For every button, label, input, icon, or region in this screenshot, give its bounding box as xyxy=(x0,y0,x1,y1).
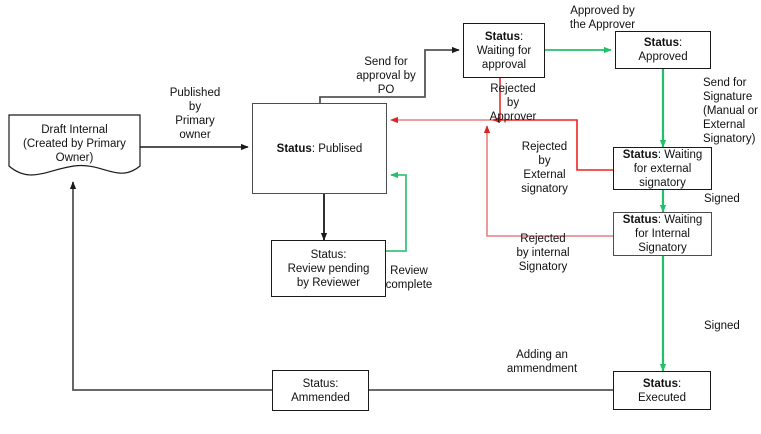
node-external-bold: Status xyxy=(622,148,658,161)
edge-ammended-to-draft xyxy=(69,181,272,391)
node-draft-line2: (Created by Primary xyxy=(23,138,126,150)
edge-label-send-for-approval-by-po: Send for approval by PO xyxy=(356,56,416,96)
node-status-ammended[interactable]: Status: Ammended xyxy=(272,370,369,411)
node-published-rest: : Publised xyxy=(311,142,363,155)
node-internal-line2: for Internal xyxy=(635,228,690,240)
node-internal-bold: Status xyxy=(622,214,658,226)
node-waiting-approval-line2: Waiting for xyxy=(476,44,532,57)
node-ammended-line1: Status: xyxy=(302,377,339,390)
node-waiting-approval-line3: approval xyxy=(481,58,527,71)
node-review-line2: Review pending xyxy=(287,262,370,275)
edge-label-adding-an-ammendment: Adding an ammendment xyxy=(506,349,578,375)
node-waiting-approval-bold: Status xyxy=(484,30,520,43)
edge-label-rejected-by-internal-signatory: Rejected by internal Signatory xyxy=(516,233,570,273)
node-external-line1: : Waiting xyxy=(657,148,703,161)
node-approved-bold: Status xyxy=(643,37,679,49)
edge-review-complete-to-published xyxy=(386,171,407,252)
node-draft-line3: Owner) xyxy=(55,152,94,164)
node-approved-colon: : xyxy=(678,37,683,49)
edge-label-signed-internal: Signed xyxy=(704,320,740,332)
node-draft-line1: Draft Internal xyxy=(41,124,108,136)
node-status-waiting-external-signatory[interactable]: Status: Waiting for external signatory xyxy=(613,147,712,190)
edge-label-rejected-by-approver: Rejected by Approver xyxy=(489,83,537,123)
document-shape-icon xyxy=(8,114,141,176)
node-ammended-line2: Ammended xyxy=(291,391,350,404)
edge-label-signed-external: Signed xyxy=(704,193,740,205)
edge-label-rejected-by-external-signatory: Rejected by External signatory xyxy=(521,141,568,195)
node-draft-internal[interactable]: Draft Internal (Created by Primary Owner… xyxy=(8,114,141,180)
edge-label-published-by-primary-owner: Published by Primary owner xyxy=(169,87,221,141)
edge-label-send-for-signature: Send for Signature (Manual or External S… xyxy=(703,77,758,145)
node-external-line3: signatory xyxy=(639,176,686,189)
node-executed-rest: : Executed xyxy=(638,377,686,404)
node-status-review-pending[interactable]: Status: Review pending by Reviewer xyxy=(271,240,386,297)
node-approved-line2: Approved xyxy=(638,51,688,63)
edge-label-review-complete: Review complete xyxy=(385,265,433,291)
node-executed-bold: Status xyxy=(642,377,678,390)
node-status-waiting-internal-signatory[interactable]: Status: Waiting for Internal Signatory xyxy=(613,212,712,256)
node-external-line2: for external xyxy=(633,162,692,175)
node-internal-line1: : Waiting xyxy=(657,214,703,226)
node-status-executed[interactable]: Status: Executed xyxy=(613,371,711,410)
node-review-line3: by Reviewer xyxy=(296,276,361,289)
node-status-approved[interactable]: Status: Approved xyxy=(615,31,711,69)
node-waiting-approval-colon: : xyxy=(519,30,524,43)
node-review-line1: Status: xyxy=(310,248,347,261)
node-status-waiting-approval[interactable]: Status: Waiting for approval xyxy=(463,23,545,78)
edge-label-approved-by-the-approver: Approved by the Approver xyxy=(569,5,636,31)
node-internal-line3: Signatory xyxy=(638,242,687,254)
node-published-bold: Status xyxy=(276,142,312,155)
node-status-published[interactable]: Status: Publised xyxy=(252,103,387,194)
